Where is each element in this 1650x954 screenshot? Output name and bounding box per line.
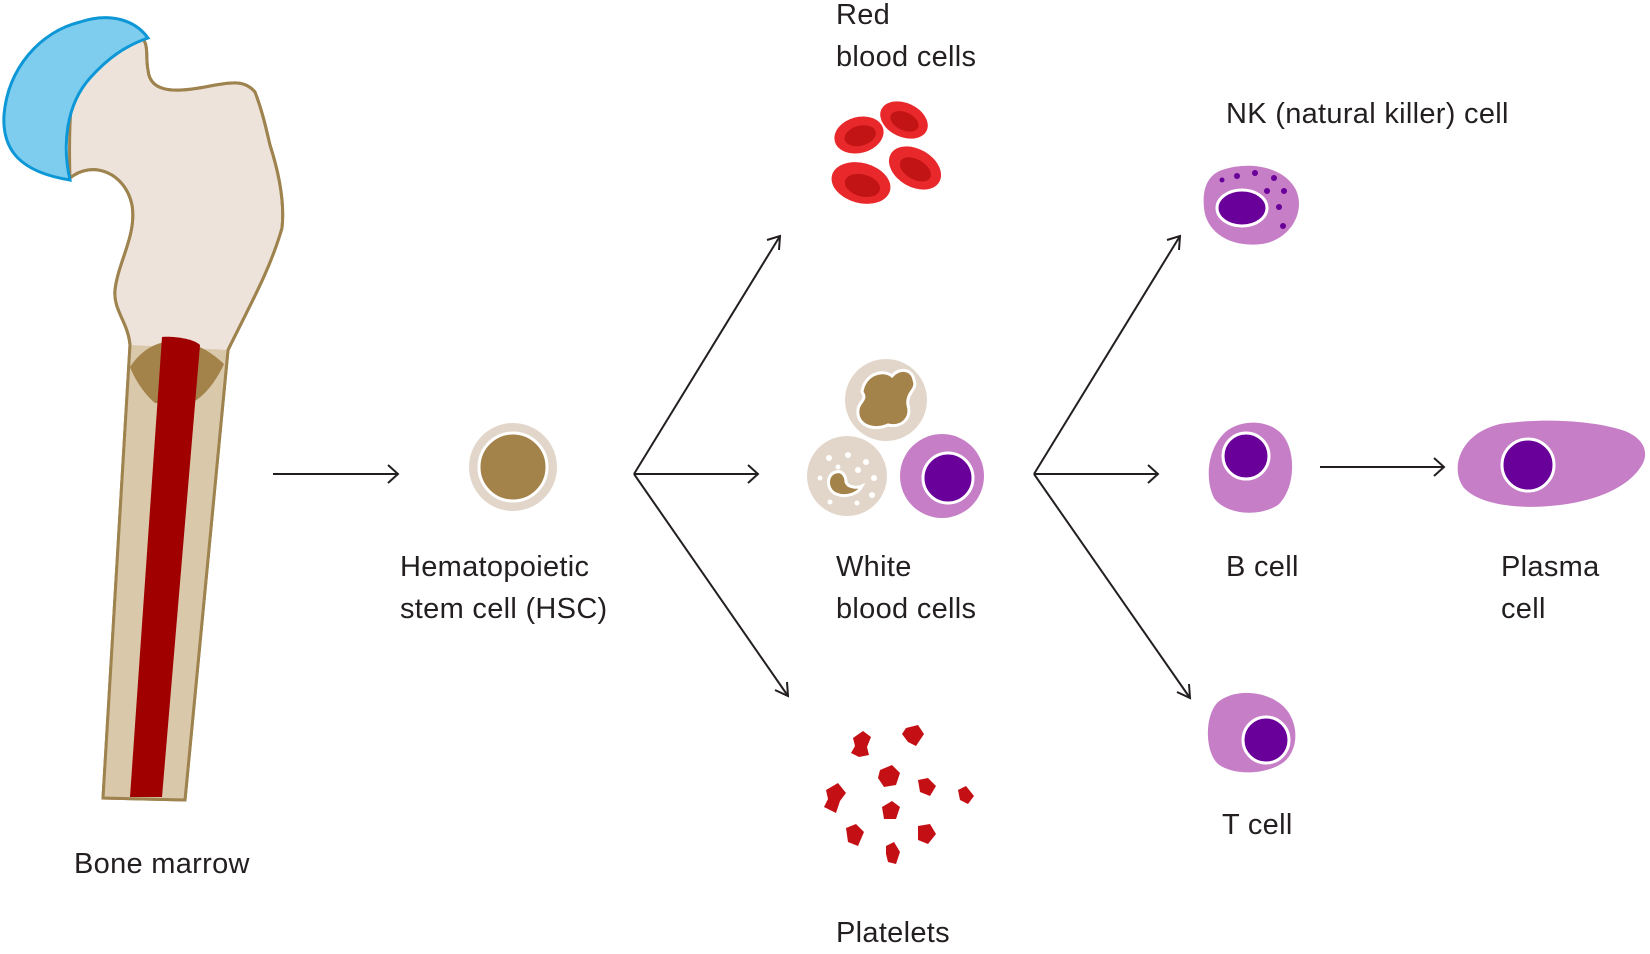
arrow-wbc-to-b-cell [1034, 464, 1160, 484]
red-blood-cells-label: Red blood cells [836, 0, 976, 78]
arrow-hsc-to-red-blood-cells [633, 234, 782, 475]
rbc [831, 162, 891, 204]
platelet [851, 731, 871, 757]
femur-illustration [2, 16, 285, 802]
hsc-cell-icon [469, 423, 557, 511]
cartilage-cap [2, 16, 151, 182]
b-cell-label: B cell [1226, 551, 1299, 583]
nk-cell-icon [1203, 165, 1299, 245]
red-blood-cells-label-line-2: blood cells [836, 41, 977, 73]
white-blood-cells-label: White blood cells [836, 546, 976, 630]
eosinophil-cell [807, 436, 887, 516]
b-cell-icon [1208, 422, 1293, 513]
hsc-label-line-2: stem cell (HSC) [400, 593, 608, 625]
plasma-cell-icon [1457, 420, 1646, 507]
arrow-wbc-to-t-cell [1033, 473, 1192, 700]
lymphocyte-cell [900, 434, 984, 518]
red-blood-cells-label-line-1: Red [836, 0, 891, 31]
platelet [878, 765, 900, 787]
platelets-icon [824, 725, 974, 864]
white-blood-cells-label-line-2: blood cells [836, 593, 977, 625]
rbc [834, 116, 884, 154]
rbc [888, 146, 942, 190]
arrows [273, 234, 1446, 700]
arrow-wbc-to-nk-cell [1033, 234, 1182, 475]
platelet [882, 801, 900, 819]
arrow-hsc-to-platelets [633, 473, 790, 698]
plasma-cell-label: Plasma cell [1501, 546, 1600, 630]
hsc-label-line-1: Hematopoietic [400, 551, 590, 583]
platelet [918, 778, 936, 796]
plasma-cell-label-line-2: cell [1501, 593, 1546, 625]
white-blood-cells-icon [807, 359, 984, 518]
nk-cell-label: NK (natural killer) cell [1226, 98, 1509, 130]
platelets-label: Platelets [836, 917, 950, 949]
femur-outline [69, 33, 285, 802]
arrow-hsc-to-white-blood-cells [634, 464, 760, 484]
arrow-bone-to-hsc [273, 464, 400, 484]
arrow-b-cell-to-plasma-cell [1320, 457, 1446, 477]
bone-marrow-red [130, 336, 200, 797]
white-blood-cells-label-line-1: White [836, 551, 912, 583]
t-cell-label: T cell [1222, 809, 1293, 841]
red-blood-cells-icon [831, 101, 942, 204]
platelet [824, 783, 846, 813]
platelet [846, 824, 864, 846]
platelet [886, 842, 900, 864]
neutrophil-cell [845, 359, 927, 441]
plasma-cell-label-line-1: Plasma [1501, 551, 1600, 583]
rbc [880, 101, 928, 139]
platelet [958, 786, 974, 804]
platelet [918, 824, 936, 844]
hsc-label: Hematopoietic stem cell (HSC) [400, 546, 608, 630]
t-cell-icon [1207, 692, 1296, 773]
platelet [902, 725, 924, 746]
bone-marrow-label: Bone marrow [74, 848, 250, 880]
